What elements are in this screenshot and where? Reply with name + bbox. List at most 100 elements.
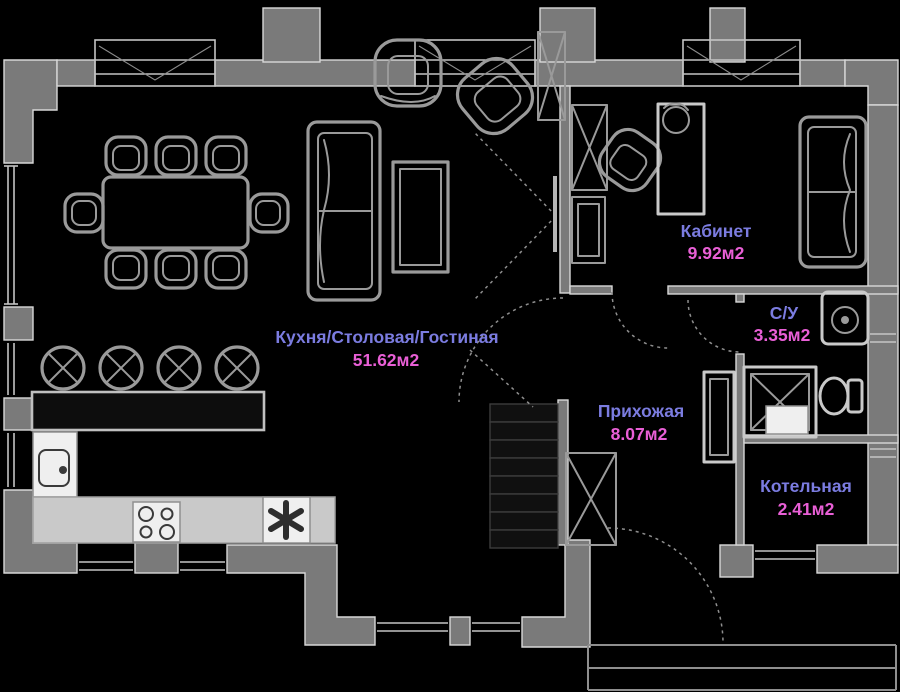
door-arc-living-hall bbox=[458, 297, 564, 403]
boiler-room bbox=[765, 405, 809, 435]
dining-set bbox=[63, 135, 290, 290]
bar-stool bbox=[40, 345, 86, 391]
bar-counter bbox=[30, 390, 266, 432]
armchair bbox=[373, 38, 443, 108]
toilet bbox=[818, 376, 864, 416]
shower-cabin bbox=[742, 365, 818, 439]
door-arc-office bbox=[611, 291, 669, 349]
boiler-unit bbox=[765, 405, 809, 435]
kitchen bbox=[30, 345, 336, 544]
armchair bbox=[455, 56, 535, 136]
window-boiler bbox=[755, 550, 815, 560]
kitchen-sink bbox=[32, 431, 78, 498]
room-label-office: Кабинет bbox=[681, 221, 752, 241]
wall-corner-top-right bbox=[844, 59, 899, 106]
desk bbox=[656, 102, 706, 216]
sofa bbox=[306, 120, 382, 302]
hall-wardrobe bbox=[565, 452, 617, 546]
tv-stand bbox=[571, 196, 606, 264]
windows bbox=[4, 39, 896, 632]
stove bbox=[132, 501, 181, 543]
living-area bbox=[306, 31, 566, 302]
wall-bottom bbox=[449, 616, 471, 646]
exterior-walls bbox=[3, 7, 899, 648]
dining-table bbox=[101, 175, 250, 250]
room-label-hallway: Прихожая bbox=[598, 401, 684, 421]
room-labels: Кухня/Столовая/Гостиная 51.62м2 Кабинет … bbox=[275, 221, 851, 519]
wall-right bbox=[867, 104, 899, 546]
office-sofa bbox=[798, 115, 868, 269]
wall-hall-north bbox=[569, 285, 613, 295]
dining-chair bbox=[204, 248, 248, 290]
bar-stool bbox=[98, 345, 144, 391]
tv-view-line bbox=[473, 131, 557, 217]
window-top-3 bbox=[682, 39, 801, 87]
door-arcs bbox=[458, 131, 741, 644]
wall-pillar bbox=[262, 7, 321, 63]
room-area-bathroom: 3.35м2 bbox=[754, 325, 811, 345]
room-label-boiler-room: Котельная bbox=[760, 476, 852, 496]
wall-top bbox=[799, 59, 846, 87]
wall-bath-west bbox=[735, 353, 745, 546]
dining-chair bbox=[154, 248, 198, 290]
coffee-table bbox=[391, 160, 450, 274]
bar-stool bbox=[156, 345, 202, 391]
wall-pilaster bbox=[3, 306, 34, 341]
wall-pillar bbox=[709, 7, 746, 63]
wall-bath-boiler bbox=[743, 434, 899, 444]
dining-chair bbox=[104, 248, 148, 290]
dining-chair bbox=[63, 192, 105, 234]
wall-bottom bbox=[134, 539, 179, 574]
wall-joint-marks bbox=[870, 333, 896, 458]
armchair bbox=[597, 127, 663, 193]
window-bottom-1 bbox=[79, 561, 133, 571]
office bbox=[571, 102, 868, 269]
window-bottom-3 bbox=[377, 622, 448, 632]
dining-chair bbox=[248, 192, 290, 234]
wall-bottom-step bbox=[226, 544, 376, 646]
wall-top bbox=[214, 59, 416, 87]
stairs bbox=[469, 349, 559, 549]
door-arc-bathroom bbox=[687, 299, 741, 353]
room-area-kitchen-dining-living: 51.62м2 bbox=[353, 350, 420, 370]
room-area-hallway: 8.07м2 bbox=[611, 424, 668, 444]
wall-office-bath bbox=[667, 285, 899, 295]
window-left-1 bbox=[4, 165, 18, 305]
stair-direction-line bbox=[469, 349, 534, 408]
tv-view-line bbox=[473, 215, 557, 301]
window-top-2 bbox=[414, 39, 536, 87]
hood-asterisk bbox=[262, 496, 311, 544]
bathroom bbox=[742, 290, 870, 439]
window-bottom-2 bbox=[180, 561, 225, 571]
wardrobe bbox=[537, 31, 566, 121]
room-area-boiler-room: 2.41м2 bbox=[778, 499, 835, 519]
room-label-kitchen-dining-living: Кухня/Столовая/Гостиная bbox=[275, 327, 498, 347]
dining-chair bbox=[204, 135, 248, 177]
porch-steps bbox=[587, 644, 897, 691]
wall-pillar bbox=[539, 7, 596, 63]
wall-hall-west bbox=[521, 539, 591, 648]
bar-stool bbox=[214, 345, 260, 391]
room-label-bathroom: С/У bbox=[770, 303, 800, 323]
wardrobe bbox=[571, 104, 608, 191]
washing-machine bbox=[820, 290, 870, 346]
window-bottom-4 bbox=[472, 622, 520, 632]
dining-chair bbox=[104, 135, 148, 177]
window-top-1 bbox=[94, 39, 216, 87]
wall-bottom-right bbox=[816, 544, 899, 574]
interior-walls bbox=[557, 85, 899, 546]
wall-bath-west-stub bbox=[735, 293, 745, 303]
wall-pilaster bbox=[3, 397, 34, 431]
door-arc-entrance bbox=[607, 527, 724, 644]
window-left-3 bbox=[7, 433, 15, 487]
window-left-2 bbox=[7, 343, 15, 395]
wall-top bbox=[534, 59, 684, 87]
wall-top bbox=[56, 59, 96, 87]
dining-chair bbox=[154, 135, 198, 177]
radiator bbox=[702, 370, 736, 464]
room-area-office: 9.92м2 bbox=[688, 243, 745, 263]
wall-pillar bbox=[719, 544, 754, 578]
hallway bbox=[565, 370, 736, 546]
